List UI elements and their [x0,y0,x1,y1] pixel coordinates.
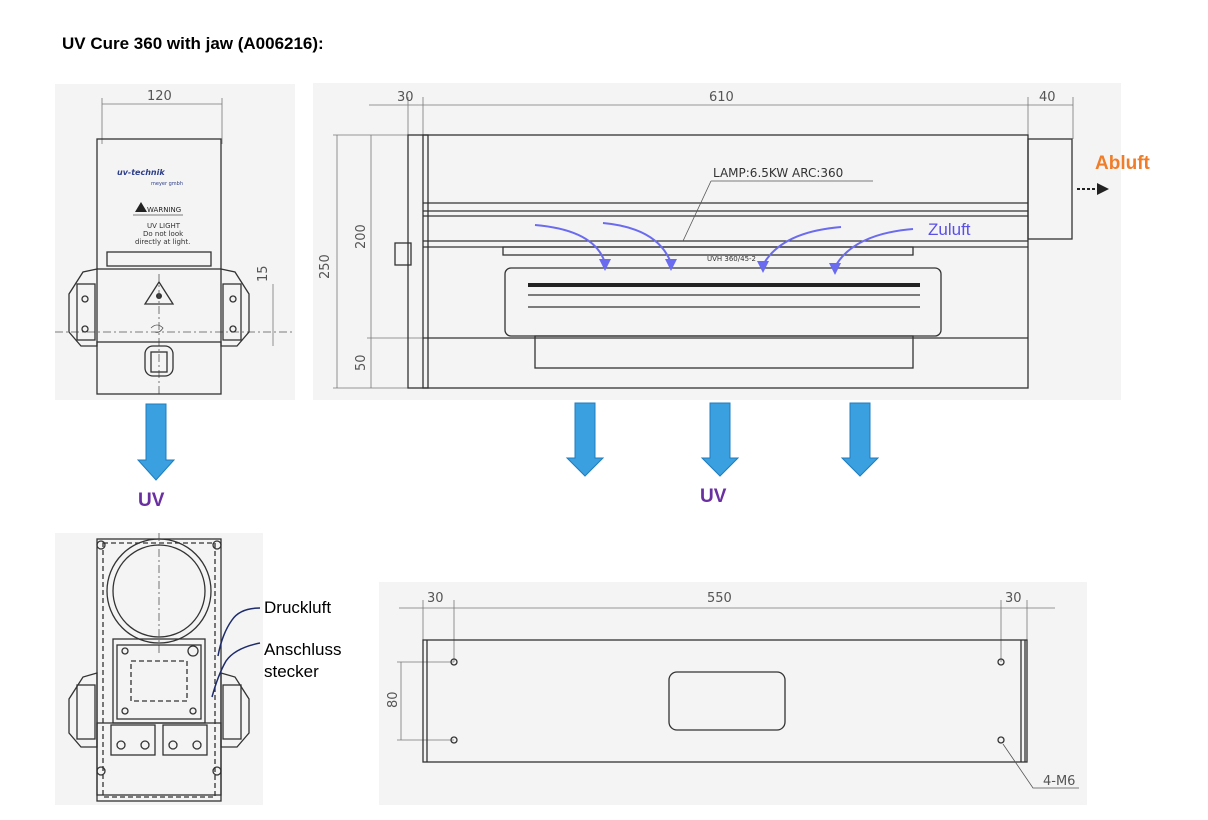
side-dim-50: 50 [354,354,369,371]
side-dim-height: 250 [318,254,333,279]
warning-title: WARNING [147,206,181,214]
uv-arrows [136,402,880,481]
bottom-view-drawing: 30 550 30 80 4-M6 [386,591,1079,789]
zuluft-label: Zuluft [928,220,971,239]
bottom-view-panel: 30 550 30 80 4-M6 [379,582,1087,805]
brand-sub-text: meyer gmbh [151,181,183,187]
anschluss-label-1: Anschluss [264,640,342,659]
brand-logo-text: uv-technik [117,168,165,177]
uv-arrow-2 [700,402,740,477]
front-view-drawing: 120 uv-technik meyer gmbh WARNING UV LIG… [55,89,295,395]
uv-arrow-3 [840,402,880,477]
warning-text-2: Do not look [143,230,184,238]
side-view-drawing: 30 610 40 250 200 50 LAMP:6.5KW ARC:360 … [318,90,1109,389]
warning-triangle-icon [135,202,147,212]
bottom-dim-length: 550 [707,591,732,606]
page-title: UV Cure 360 with jaw (A006216): [62,34,324,53]
rear-view-panel [55,533,263,805]
warning-text-1: UV LIGHT [147,222,181,230]
lamp-part-number: UVH 360/45-2 [707,255,756,263]
front-view-panel: 120 uv-technik meyer gmbh WARNING UV LIG… [55,84,295,400]
laser-warning-icon [143,280,175,305]
anschluss-leader [211,642,261,698]
uv-arrow-left [136,403,176,481]
abluft-label: Abluft [1095,153,1150,174]
rear-view-drawing [68,533,261,802]
abluft-arrow-icon [1097,183,1109,195]
bottom-dim-height: 80 [386,691,401,708]
uv-label-center: UV [700,486,727,507]
bottom-dim-right: 30 [1005,591,1022,606]
side-dim-length: 610 [709,90,734,105]
uv-label-left: UV [138,490,165,511]
druckluft-leader [217,607,261,657]
druckluft-label: Druckluft [264,598,332,617]
side-dim-left: 30 [397,90,414,105]
front-dim-width: 120 [147,89,172,104]
hole-label: 4-M6 [1043,774,1075,789]
side-dim-right: 40 [1039,90,1056,105]
warning-text-3: directly at light. [135,238,190,246]
side-dim-200: 200 [354,224,369,249]
bottom-dim-left: 30 [427,591,444,606]
zuluft-arrows [534,222,914,268]
side-view-panel: 30 610 40 250 200 50 LAMP:6.5KW ARC:360 … [313,83,1121,400]
anschluss-label-2: stecker [264,662,319,681]
front-dim-small: 15 [256,265,271,282]
lamp-label: LAMP:6.5KW ARC:360 [713,166,843,180]
uv-arrow-1 [565,402,605,477]
